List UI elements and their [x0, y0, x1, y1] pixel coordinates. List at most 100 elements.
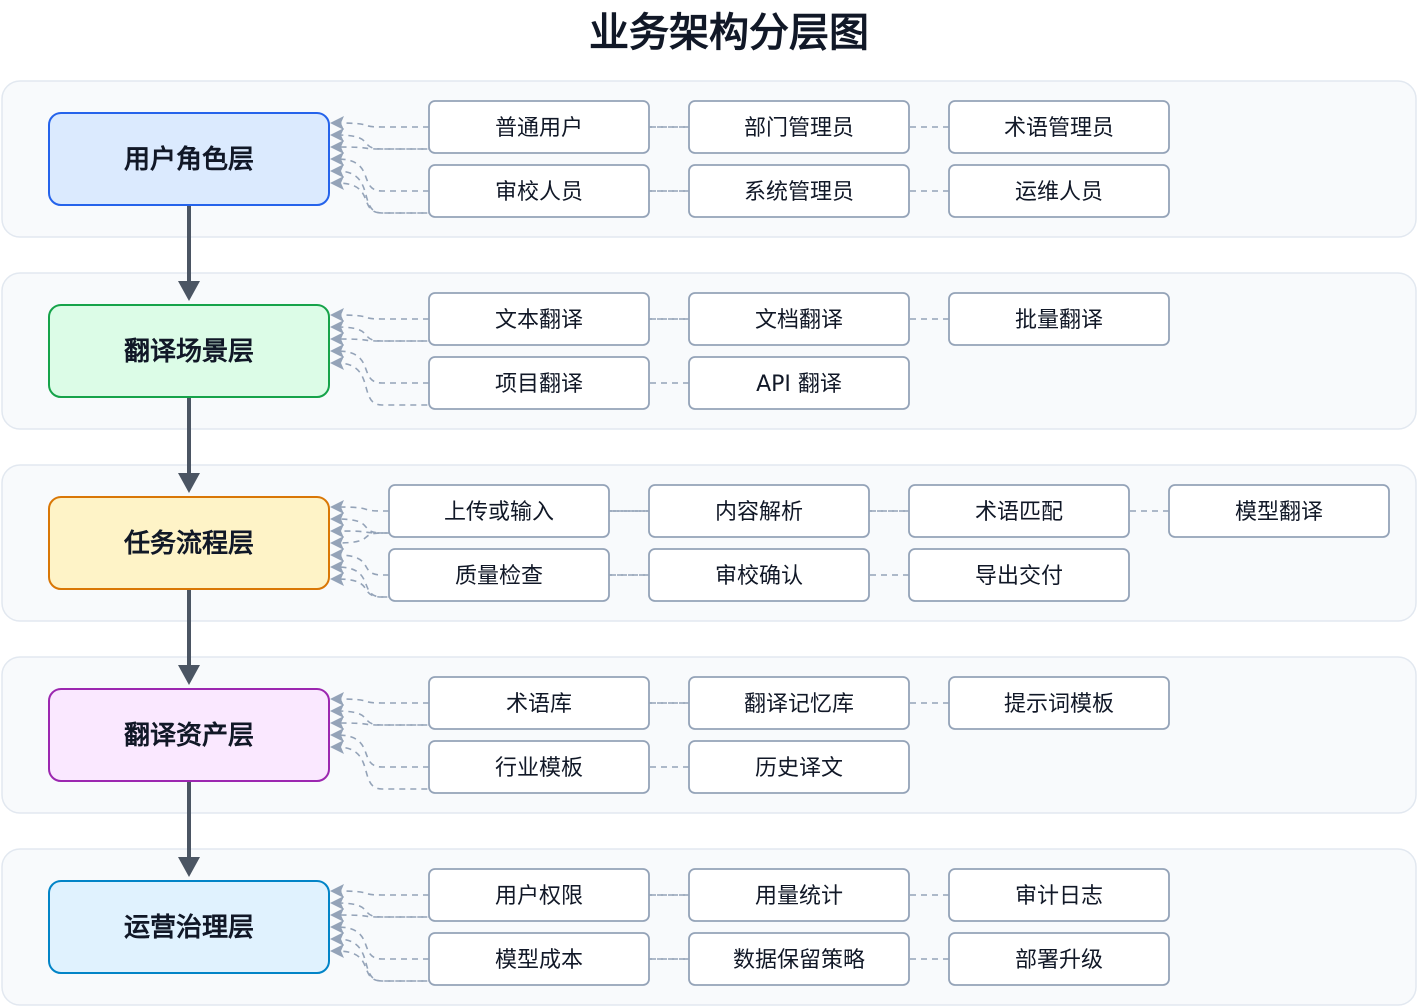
item-label: 模型成本 — [495, 948, 583, 973]
item-label: 项目翻译 — [495, 372, 583, 397]
item-box — [688, 868, 910, 922]
layer-box — [48, 112, 330, 206]
item-label: 审校人员 — [495, 180, 583, 205]
item-box — [428, 292, 650, 346]
item-connector — [336, 734, 429, 768]
connector-arrowhead — [330, 932, 344, 946]
item-box — [428, 356, 650, 410]
layer-label: 用户角色层 — [124, 144, 254, 175]
item-box — [388, 484, 610, 538]
layer-box — [48, 496, 330, 590]
item-label: 上传或输入 — [444, 500, 554, 525]
connector-arrowhead — [330, 140, 344, 154]
connector-arrowhead — [330, 692, 344, 706]
connector-arrowhead — [330, 152, 344, 166]
item-label: 文档翻译 — [755, 308, 843, 333]
layer-label: 翻译资产层 — [124, 721, 254, 751]
connector-arrowhead — [330, 572, 344, 586]
connector-arrowhead — [330, 896, 344, 910]
item-label: 普通用户 — [495, 116, 583, 141]
layer-label: 翻译场景层 — [124, 337, 254, 367]
connector-arrowhead — [330, 356, 344, 370]
item-box — [688, 292, 910, 346]
item-box — [688, 356, 910, 410]
connector-arrowhead — [330, 116, 344, 130]
layer-box — [48, 688, 330, 782]
connector-arrowhead — [330, 548, 344, 562]
item-box — [428, 100, 650, 154]
connector-arrowhead — [330, 704, 344, 718]
item-box — [948, 676, 1170, 730]
item-box — [648, 548, 870, 602]
layer-label: 任务流程层 — [123, 529, 254, 559]
item-label: 文本翻译 — [495, 308, 583, 333]
item-boxes: 普通用户部门管理员术语管理员审校人员系统管理员运维人员文本翻译文档翻译批量翻译项… — [388, 100, 1390, 986]
item-box — [428, 676, 650, 730]
item-label: 批量翻译 — [1015, 308, 1103, 333]
connector-arrowhead — [330, 944, 344, 958]
item-box — [908, 484, 1130, 538]
item-connector — [336, 890, 429, 896]
item-label: 运维人员 — [1015, 180, 1103, 205]
connector-arrowhead — [330, 176, 344, 190]
item-connector — [336, 926, 429, 960]
item-label: 提示词模板 — [1004, 692, 1114, 717]
connector-arrowhead — [330, 308, 344, 322]
item-box — [688, 932, 910, 986]
item-box — [428, 164, 650, 218]
item-connector — [336, 506, 389, 512]
item-label: 模型翻译 — [1235, 500, 1323, 525]
item-box — [948, 932, 1170, 986]
layer-box — [48, 304, 330, 398]
item-label: 审计日志 — [1015, 884, 1103, 909]
connector-arrowhead — [330, 344, 344, 358]
item-connector — [336, 510, 909, 534]
item-label: 术语库 — [506, 692, 572, 717]
connector-arrowhead — [330, 164, 344, 178]
flow-arrowhead — [178, 665, 200, 685]
connector-arrowhead — [330, 500, 344, 514]
item-box — [428, 868, 650, 922]
item-label: 内容解析 — [715, 500, 803, 525]
item-connector — [336, 698, 429, 704]
item-label: 数据保留策略 — [733, 948, 865, 973]
item-label: 术语管理员 — [1004, 116, 1114, 141]
item-box — [688, 164, 910, 218]
item-box — [688, 676, 910, 730]
item-label: 审校确认 — [715, 564, 803, 589]
connector-arrowhead — [330, 728, 344, 742]
item-label: 历史译文 — [755, 756, 843, 781]
item-connector — [336, 574, 909, 598]
connector-arrowhead — [330, 320, 344, 334]
connector-arrowhead — [330, 536, 344, 550]
item-box — [908, 548, 1130, 602]
connector-arrowhead — [330, 908, 344, 922]
item-box — [428, 740, 650, 794]
item-box — [648, 484, 870, 538]
item-label: 翻译记忆库 — [744, 692, 854, 717]
item-label: 行业模板 — [495, 756, 583, 781]
item-connector — [336, 350, 429, 384]
item-box — [948, 164, 1170, 218]
item-connector — [336, 314, 429, 320]
item-box — [948, 100, 1170, 154]
layer-box — [48, 880, 330, 974]
layer-label: 运营治理层 — [124, 913, 254, 943]
connector-arrowhead — [330, 524, 344, 538]
item-box — [688, 740, 910, 794]
item-box — [1168, 484, 1390, 538]
flow-arrowhead — [178, 473, 200, 493]
connector-arrowhead — [330, 560, 344, 574]
flow-arrowhead — [178, 857, 200, 877]
item-label: 部门管理员 — [744, 116, 854, 141]
connector-arrowhead — [330, 920, 344, 934]
item-label: 导出交付 — [975, 564, 1063, 589]
item-box — [388, 548, 610, 602]
item-label: 用量统计 — [755, 884, 843, 909]
connector-arrowhead — [330, 128, 344, 142]
item-connector — [336, 554, 389, 576]
flow-arrowhead — [178, 281, 200, 301]
item-connector — [336, 122, 429, 128]
